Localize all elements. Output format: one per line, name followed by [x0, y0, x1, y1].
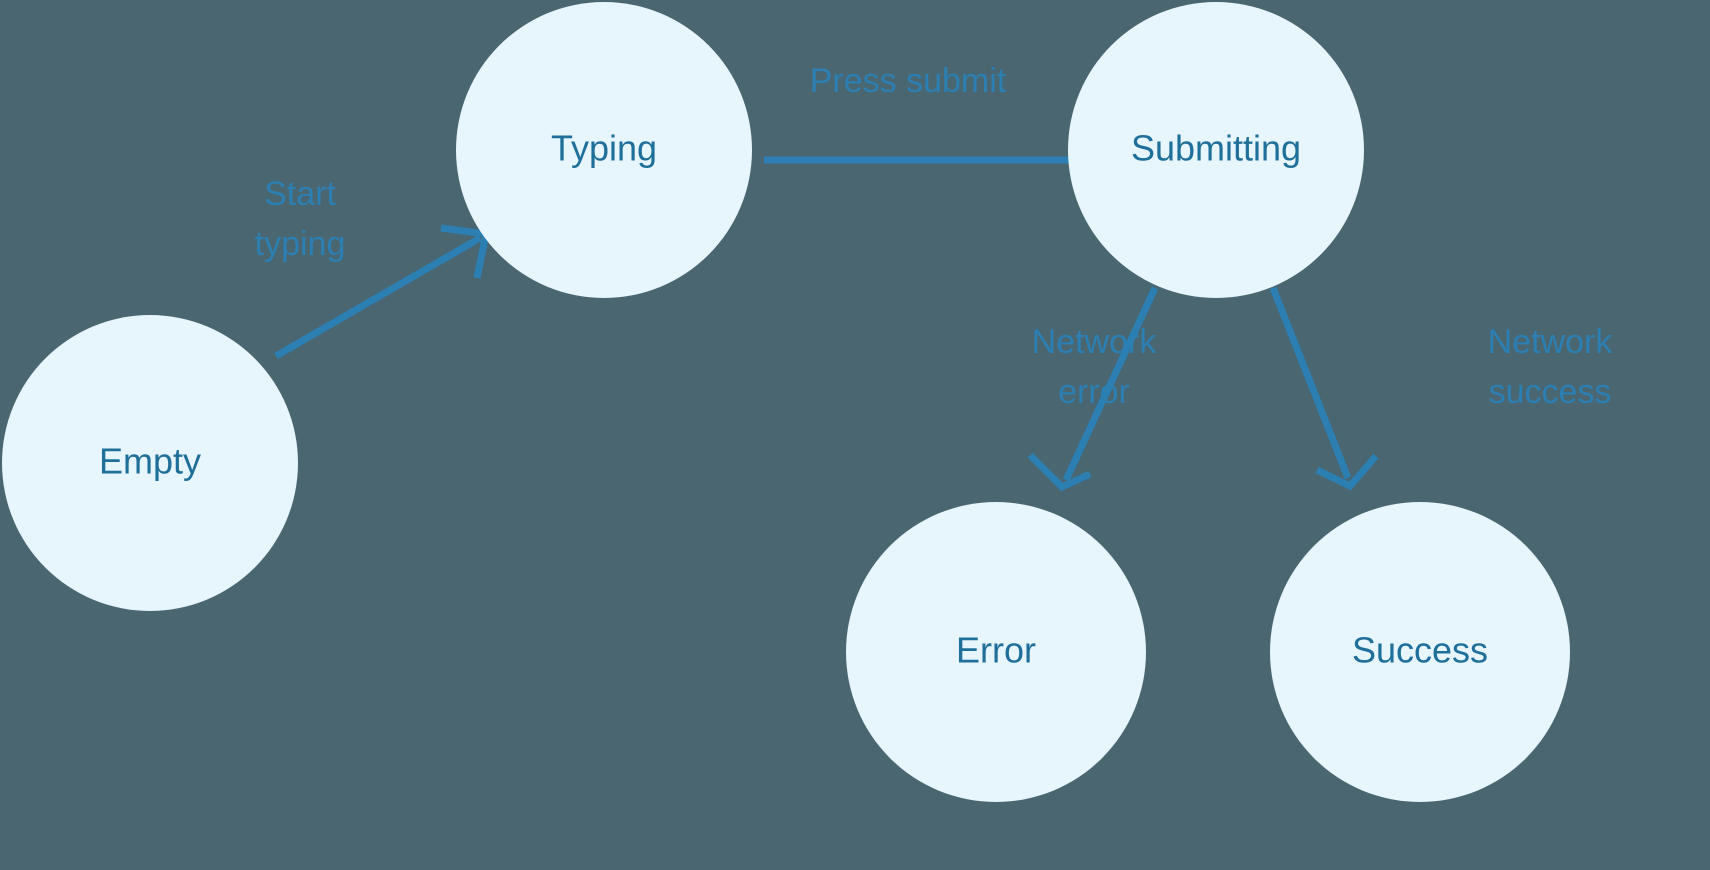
node-empty[interactable]: Empty: [2, 315, 298, 611]
node-success[interactable]: Success: [1270, 502, 1570, 802]
node-success-label: Success: [1352, 630, 1488, 671]
node-typing-circle: [456, 2, 752, 298]
edge-label-start-typing-line1: Start: [264, 175, 336, 213]
edge-label-network-error-line1: Network: [1032, 323, 1158, 361]
node-submitting[interactable]: Submitting: [1068, 2, 1364, 298]
edge-label-submitting-to-error: Network error: [1032, 323, 1158, 411]
node-submitting-circle: [1068, 2, 1364, 298]
edge-submitting-to-error-line: [1062, 286, 1159, 482]
edge-submitting-to-success-arrowhead: [1315, 453, 1379, 491]
edge-label-network-error-line2: error: [1058, 373, 1130, 411]
edge-label-submitting-to-success: Network success: [1488, 323, 1614, 411]
edge-label-empty-to-typing: Start typing: [255, 175, 346, 263]
node-typing[interactable]: Typing: [456, 2, 752, 298]
edge-label-press-submit-line1: Press submit: [810, 62, 1007, 100]
edge-empty-to-typing-line: [274, 234, 482, 360]
node-empty-circle: [2, 315, 298, 611]
node-typing-label: Typing: [551, 128, 657, 169]
node-error-circle: [846, 502, 1146, 802]
edge-label-network-success-line1: Network: [1488, 323, 1614, 361]
node-success-circle: [1270, 502, 1570, 802]
edge-submitting-to-error-arrowhead: [1027, 452, 1092, 492]
edge-submitting-to-error[interactable]: [1027, 286, 1159, 492]
edge-label-typing-to-submitting: Press submit: [810, 62, 1007, 100]
node-error-label: Error: [956, 630, 1036, 671]
node-empty-label: Empty: [99, 441, 201, 482]
edge-submitting-to-success[interactable]: [1269, 286, 1379, 491]
edge-submitting-to-success-line: [1269, 286, 1352, 480]
edge-label-start-typing-line2: typing: [255, 225, 346, 263]
node-error[interactable]: Error: [846, 502, 1146, 802]
node-submitting-label: Submitting: [1131, 128, 1301, 169]
edge-label-network-success-line2: success: [1489, 373, 1612, 411]
